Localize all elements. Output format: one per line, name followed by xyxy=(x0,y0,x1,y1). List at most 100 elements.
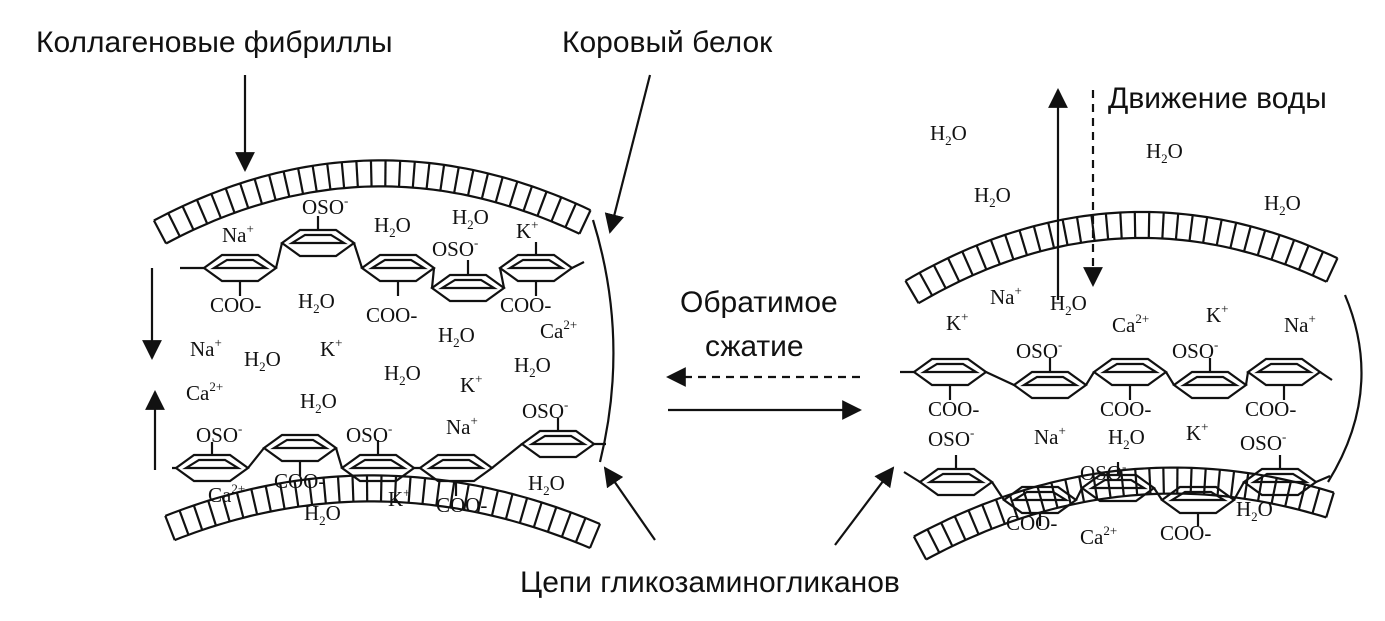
label-compression: сжатие xyxy=(705,330,804,363)
ion-label: OSO- xyxy=(1080,459,1126,485)
glycosaminoglycan-chains xyxy=(172,216,1333,526)
collagen-fibril xyxy=(164,474,602,550)
fibril-rung xyxy=(264,485,272,512)
ion-label: OSO- xyxy=(1240,429,1286,455)
fibril-rung xyxy=(1004,234,1015,260)
fibril-rung xyxy=(1216,469,1221,496)
fibril-rung xyxy=(369,160,373,187)
fibril-rung xyxy=(518,497,529,524)
fibril-rung xyxy=(578,209,592,235)
fibril-rung xyxy=(297,168,305,195)
ion-label: K+ xyxy=(516,217,539,243)
fibril-rung xyxy=(1297,245,1310,271)
arrow-gag-right xyxy=(834,466,895,546)
ion-label: H2O xyxy=(974,183,1011,210)
ion-label: COO- xyxy=(928,397,979,421)
sugar-ring-inner xyxy=(1254,362,1314,374)
arrow-to-core-protein xyxy=(604,74,652,234)
fibril-rung xyxy=(1119,212,1123,239)
ion-label: OSO- xyxy=(432,235,478,261)
ion-labels: Na+ OSO- H2O H2O K+ OSO- COO- H2O COO- COO- H2O Ca2… xyxy=(186,121,1316,549)
fibril-rung xyxy=(564,203,577,228)
fibril-rung xyxy=(1229,471,1236,498)
sugar-ring-inner xyxy=(210,258,270,270)
fibril-rung xyxy=(989,239,1001,265)
fibril-rung xyxy=(268,174,277,201)
sugar-ring-inner xyxy=(438,278,498,290)
ion-label: K+ xyxy=(388,485,411,511)
fibril-rung xyxy=(351,475,355,502)
fibril-rung xyxy=(574,517,587,543)
fibril-rung xyxy=(1202,468,1207,495)
ion-label: H2O xyxy=(304,501,341,528)
fibril-rung xyxy=(490,490,499,516)
fibril-rung xyxy=(560,512,572,538)
label-reversible: Обратимое xyxy=(680,286,838,319)
fibril-rung xyxy=(1325,492,1335,518)
fibril-rung xyxy=(926,528,941,554)
gag-backbone xyxy=(180,242,585,289)
ion-label: COO- xyxy=(1160,521,1211,545)
ion-label: K+ xyxy=(460,371,483,397)
core-protein-line-left xyxy=(591,219,615,463)
sugar-ring-inner xyxy=(270,438,330,450)
fibril-rung xyxy=(282,171,291,197)
ion-label: COO- xyxy=(210,293,261,317)
fibril-rung xyxy=(210,193,222,219)
ion-label: Ca2+ xyxy=(1112,311,1149,337)
fibril-rung xyxy=(536,191,548,217)
sugar-ring-inner xyxy=(1088,478,1148,490)
sugar-ring-inner xyxy=(1180,375,1240,387)
sugar-ring-inner xyxy=(368,258,428,270)
fibril-rung xyxy=(1032,225,1042,252)
fibril-rung xyxy=(508,181,519,207)
fibril-rung xyxy=(407,476,412,503)
sugar-ring-inner xyxy=(1020,375,1080,387)
sugar-ring-inner xyxy=(926,472,986,484)
fibril-rung xyxy=(588,523,602,549)
fibril-rung xyxy=(1104,213,1110,240)
sugar-ring-inner xyxy=(920,362,980,374)
fibril-rung xyxy=(967,509,980,535)
label-water-movement: Движение воды xyxy=(1108,82,1327,115)
fibril-rung xyxy=(466,169,475,196)
ion-label: H2O xyxy=(452,205,489,232)
ion-label: H2O xyxy=(300,389,337,416)
fibril-rung xyxy=(235,492,245,519)
fibril-edge xyxy=(174,500,591,550)
ion-label: OSO- xyxy=(196,421,242,447)
gag-backbone xyxy=(900,370,1333,386)
sugar-ring-inner xyxy=(1168,490,1228,502)
fibril-rung xyxy=(1270,234,1281,260)
fibril-rung xyxy=(1064,479,1072,505)
fibril-rung xyxy=(494,176,504,203)
gag-backbone xyxy=(903,471,1331,501)
fibril-rung xyxy=(532,502,543,528)
sugar-ring-inner xyxy=(506,258,566,270)
ion-label: H2O xyxy=(514,353,551,380)
fibril-rung xyxy=(435,479,441,506)
ion-label: Ca2+ xyxy=(1080,523,1117,549)
fibril-rung xyxy=(1284,480,1293,507)
ion-label: H2O xyxy=(930,121,967,148)
fibril-rung xyxy=(307,478,314,506)
ion-label: Na+ xyxy=(222,221,254,247)
core-protein-line-right xyxy=(1327,294,1363,483)
ion-label: COO- xyxy=(1006,511,1057,535)
fibril-rung xyxy=(1202,216,1209,243)
fibril-rung xyxy=(953,515,967,541)
ion-label: H2O xyxy=(1108,425,1145,452)
fibril-rung xyxy=(181,205,195,231)
fibril-rung xyxy=(1162,467,1165,494)
ion-label: H2O xyxy=(1050,291,1087,318)
arrows-and-protein-lines xyxy=(142,74,1363,546)
ion-label: Ca2+ xyxy=(540,317,577,343)
fibril-rung xyxy=(449,481,456,508)
fibril-rung xyxy=(1229,222,1238,249)
ion-label: COO- xyxy=(500,293,551,317)
fibril-rung xyxy=(253,178,263,205)
sugar-ring-inner xyxy=(426,458,486,470)
gag-backbone xyxy=(172,442,606,470)
sugar-ring-inner xyxy=(348,458,408,470)
fibril-rung xyxy=(239,183,250,209)
